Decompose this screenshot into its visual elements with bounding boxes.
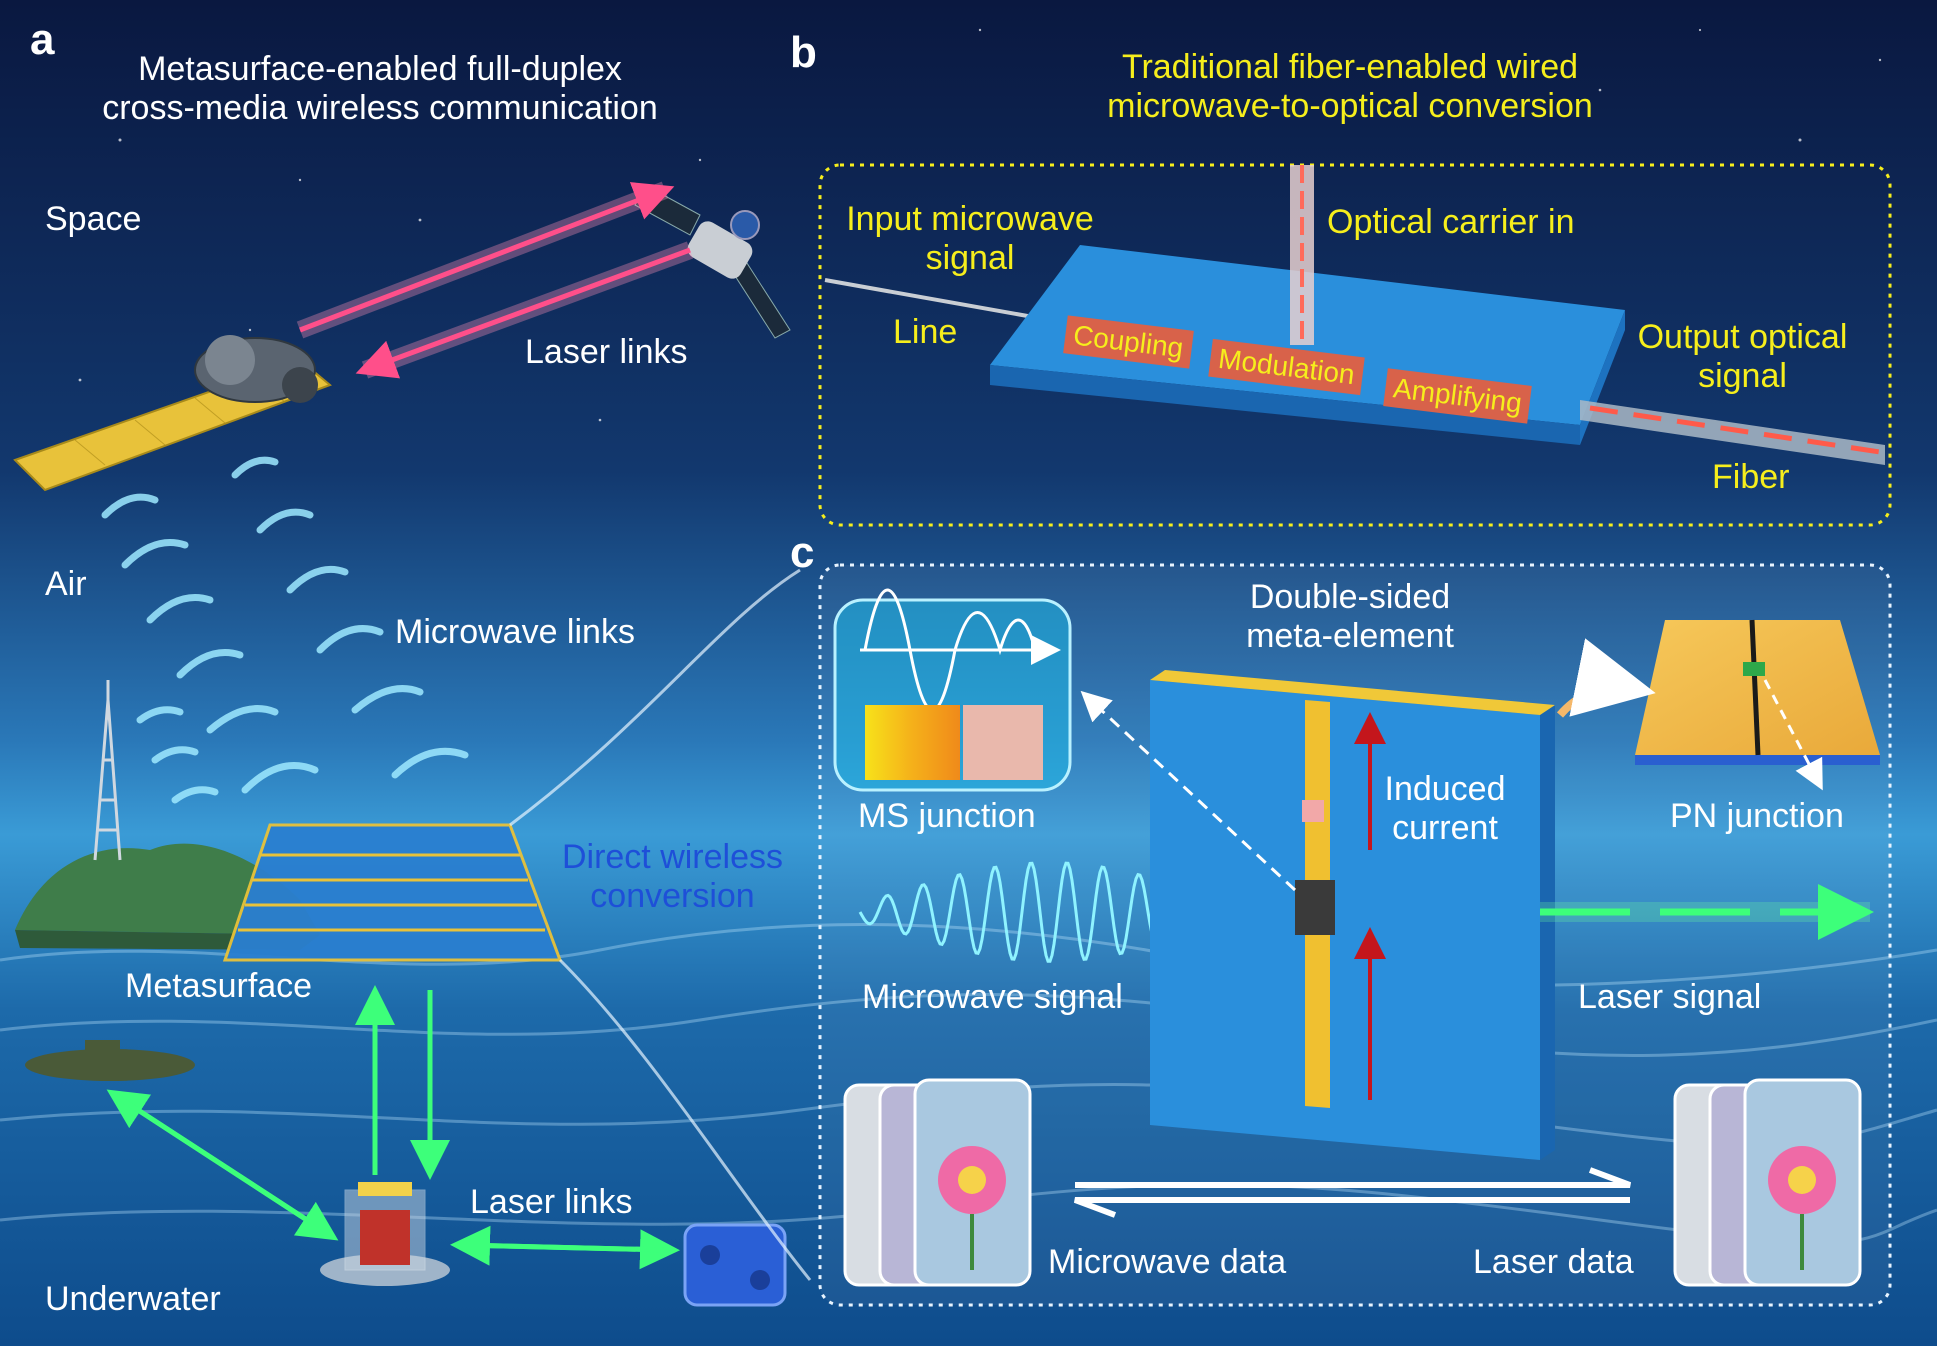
label-laser-data: Laser data [1473,1243,1634,1281]
ms-junction-box [833,588,1072,792]
panel-a-title: Metasurface-enabled full-duplex cross-me… [60,50,700,128]
label-microwave-signal: Microwave signal [862,978,1123,1016]
panel-label-b: b [790,28,817,77]
submarine-icon [25,1040,195,1081]
stars [78,28,1882,422]
panel-a-title-line1: Metasurface-enabled full-duplex [138,50,622,88]
label-double-line2: meta-element [1246,617,1454,656]
panel-label-a: a [30,15,55,64]
data-cards-left [843,1078,1032,1287]
label-laser-signal: Laser signal [1578,978,1762,1016]
tower-icon [93,680,122,861]
label-output-line1: Output optical [1637,318,1848,356]
label-input-microwave-signal: Input microwave signal [820,200,1120,278]
metasurface-icon [222,823,563,962]
panel-b-frame [818,163,1892,527]
label-fiber: Fiber [1712,458,1790,496]
label-underwater: Underwater [45,1280,221,1318]
panel-label-c: c [790,528,815,577]
label-ms-junction: MS junction [858,797,1036,835]
underwater-robot-icon [683,1223,787,1307]
label-output-optical-signal: Output optical signal [1610,318,1875,396]
label-laser-links-bottom: Laser links [470,1183,633,1221]
label-input-line1: Input microwave [846,200,1094,238]
laser-links-underwater [106,985,680,1270]
panel-b-title-line1: Traditional fiber-enabled wired [1121,48,1579,86]
pn-junction-chip [1556,619,1880,791]
label-input-line2: signal [925,239,1015,278]
panel-b-title: Traditional fiber-enabled wired microwav… [1030,48,1670,126]
label-induced-current: Induced current [1370,770,1520,848]
zoom-curves [509,568,812,1281]
label-direct-line1: Direct wireless [561,838,784,876]
label-direct-line2: conversion [590,877,755,916]
label-optical-carrier-in: Optical carrier in [1327,203,1575,241]
satellite-left-icon [13,335,332,492]
buoy-icon [320,1182,450,1286]
duplex-data-arrows [1073,1167,1632,1218]
meta-element-board [1080,670,1555,1160]
microwave-links [101,456,469,804]
label-induced-line2: current [1392,809,1498,848]
label-pn-junction: PN junction [1670,797,1844,835]
label-line: Line [893,313,958,351]
label-direct-wireless-conversion: Direct wireless conversion [540,838,805,916]
panel-a-title-line2: cross-media wireless communication [102,89,658,128]
label-double-line1: Double-sided [1249,578,1451,616]
label-output-line2: signal [1698,357,1787,396]
label-induced-line1: Induced [1384,770,1506,808]
data-cards-right [1673,1078,1862,1287]
laser-links-space [296,181,694,379]
label-air: Air [45,565,87,603]
label-microwave-links: Microwave links [395,613,635,651]
label-metasurface: Metasurface [125,967,313,1005]
label-double-sided-meta-element: Double-sided meta-element [1200,578,1500,656]
label-space: Space [45,200,142,238]
label-microwave-data: Microwave data [1048,1243,1287,1281]
label-laser-links-top: Laser links [525,333,688,371]
panel-b-title-line2: microwave-to-optical conversion [1107,87,1593,126]
